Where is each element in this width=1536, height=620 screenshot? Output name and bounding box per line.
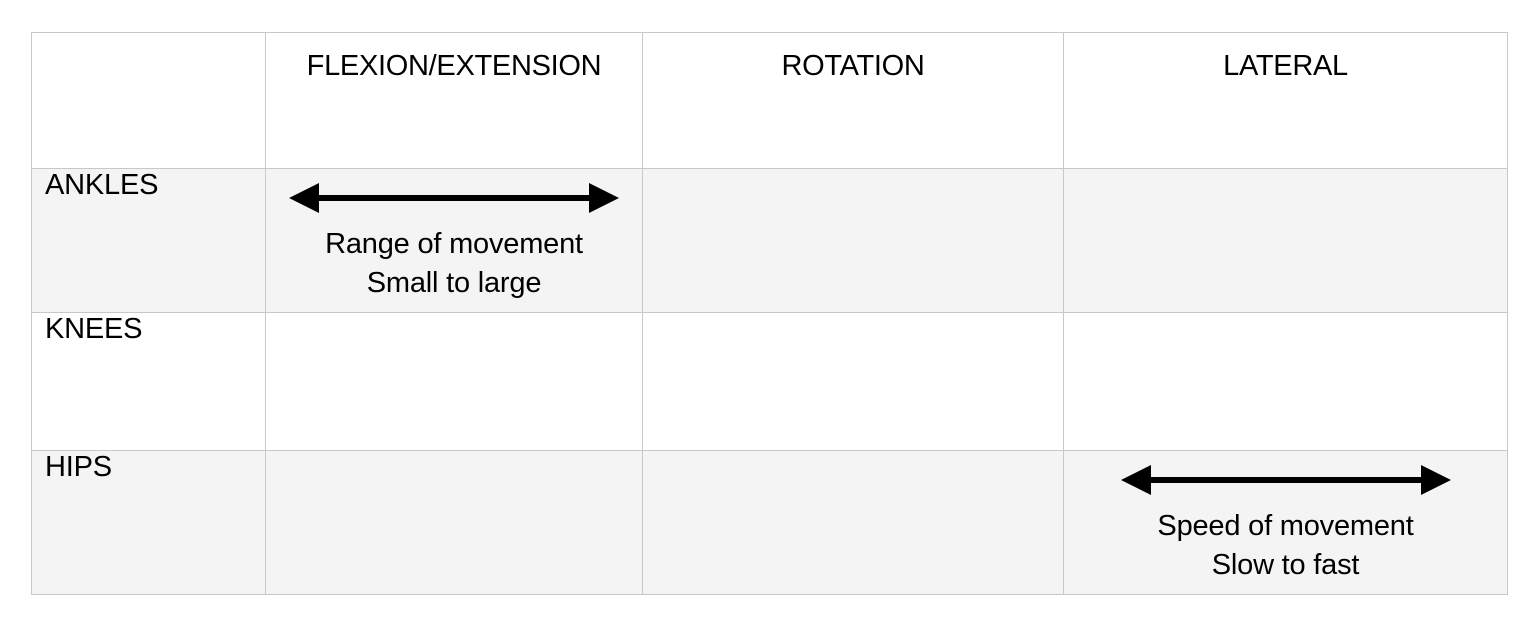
cell-hips-lateral: Speed of movement Slow to fast: [1063, 450, 1508, 595]
row-label-cell: ANKLES: [31, 168, 266, 313]
row-hips: HIPS Speed of movement Slow to fast: [31, 450, 1508, 595]
column-header-label: ROTATION: [781, 50, 925, 82]
row-label-cell: KNEES: [31, 312, 266, 451]
column-header-flexion-extension: FLEXION/EXTENSION: [265, 32, 643, 169]
column-header-rotation: ROTATION: [642, 32, 1064, 169]
cell-ankles-rotation: [642, 168, 1064, 313]
column-header-label: LATERAL: [1223, 50, 1348, 82]
caption-line-1: Range of movement: [325, 228, 583, 260]
cell-knees-rotation: [642, 312, 1064, 451]
caption-line-2: Slow to fast: [1211, 549, 1360, 581]
cell-knees-flexion-extension: [265, 312, 643, 451]
row-label: ANKLES: [45, 169, 159, 201]
double-headed-arrow-icon: [1120, 465, 1451, 495]
column-header-lateral: LATERAL: [1063, 32, 1508, 169]
row-label: HIPS: [45, 451, 112, 483]
cell-hips-flexion-extension: [265, 450, 643, 595]
row-ankles: ANKLES Range of movement Small to large: [31, 168, 1508, 313]
cell-ankles-flexion-extension: Range of movement Small to large: [265, 168, 643, 313]
cell-ankles-lateral: [1063, 168, 1508, 313]
column-header-label: FLEXION/EXTENSION: [306, 50, 602, 82]
cell-hips-rotation: [642, 450, 1064, 595]
movement-matrix-table: FLEXION/EXTENSION ROTATION LATERAL ANKLE…: [31, 32, 1508, 595]
header-row: FLEXION/EXTENSION ROTATION LATERAL: [31, 32, 1508, 169]
row-label-cell: HIPS: [31, 450, 266, 595]
row-knees: KNEES: [31, 312, 1508, 451]
row-label: KNEES: [45, 313, 143, 345]
cell-knees-lateral: [1063, 312, 1508, 451]
corner-cell: [31, 32, 266, 169]
caption-line-2: Small to large: [366, 267, 542, 299]
caption-line-1: Speed of movement: [1157, 510, 1414, 542]
double-headed-arrow-icon: [289, 183, 619, 213]
